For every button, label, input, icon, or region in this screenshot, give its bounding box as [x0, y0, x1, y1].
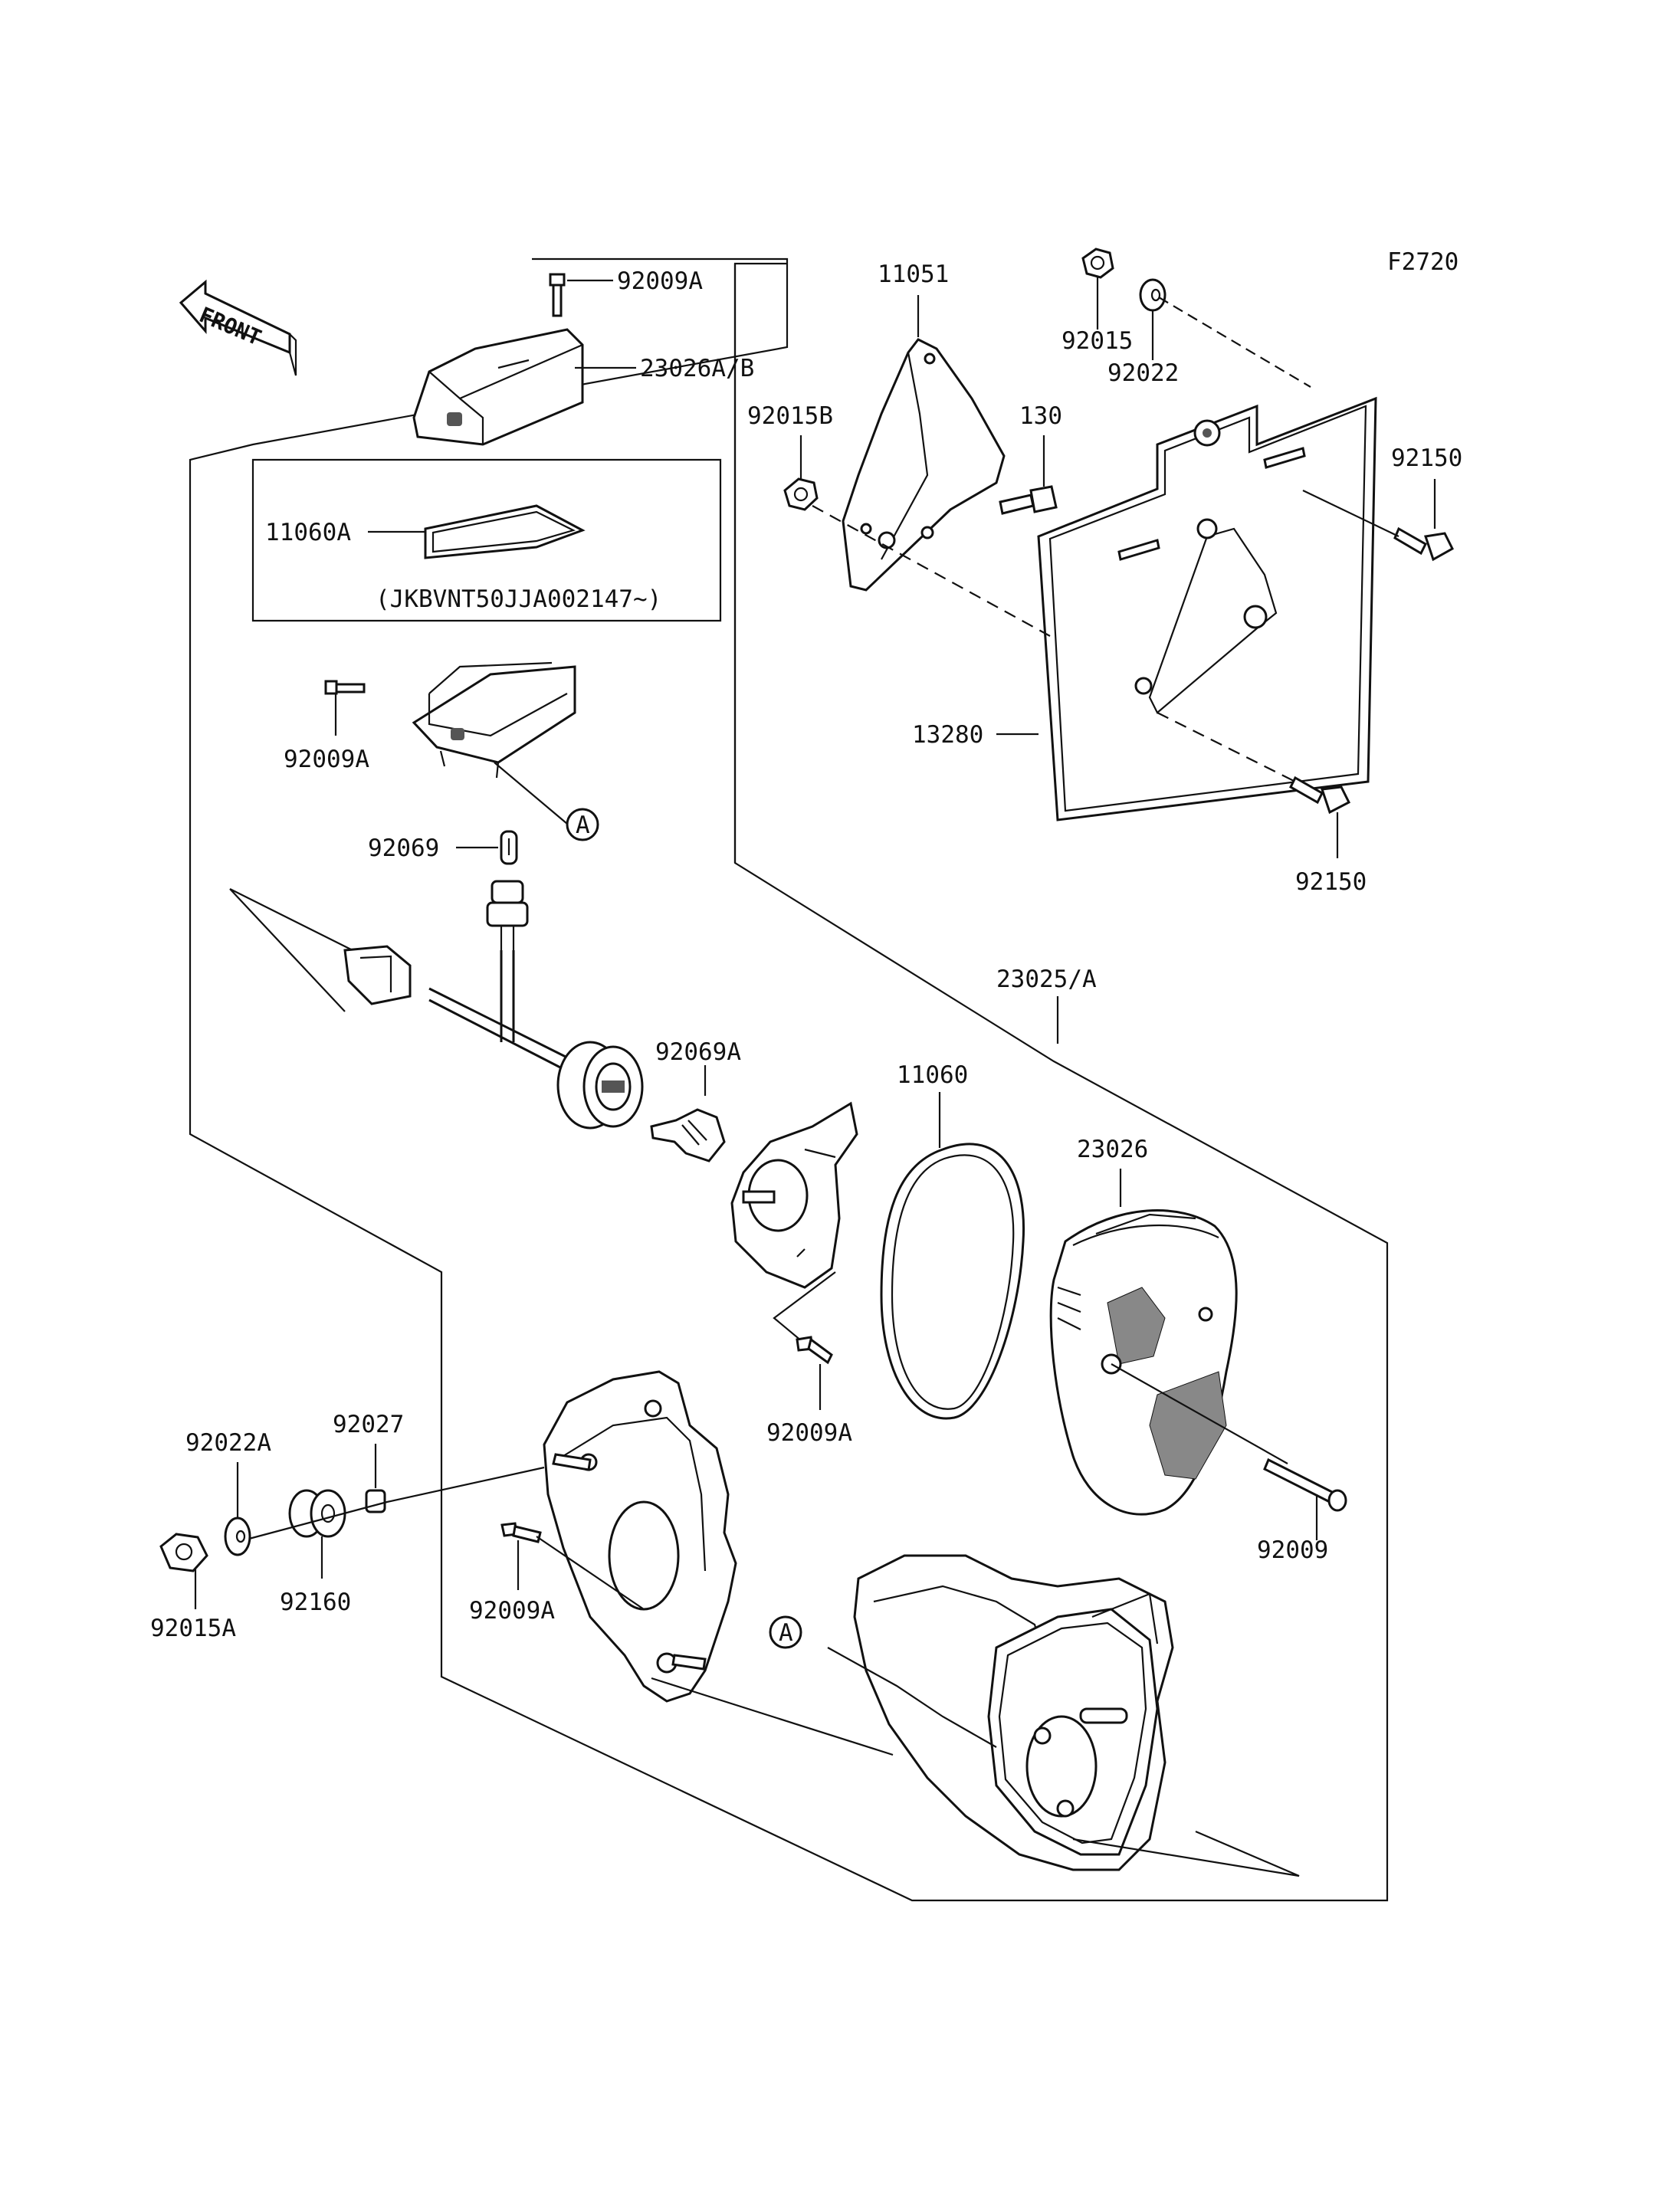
callout-23025A: 23025/A — [996, 966, 1097, 993]
callout-11060: 11060 — [897, 1061, 968, 1089]
nut-icon — [1081, 248, 1114, 279]
serial-box — [251, 458, 722, 622]
callout-92069A: 92069A — [655, 1038, 741, 1066]
license-mount-bracket — [842, 338, 1006, 592]
front-label: FRONT — [195, 302, 264, 350]
license-plate — [1037, 396, 1377, 821]
grommet-icon — [288, 1489, 346, 1538]
wiring-harness — [229, 888, 568, 1071]
callout-92015: 92015 — [1061, 327, 1133, 355]
nut-icon — [159, 1533, 208, 1572]
callout-92015A: 92015A — [150, 1615, 236, 1642]
callout-13280: 13280 — [912, 721, 983, 749]
screw-icon — [549, 273, 566, 317]
callout-23026AB: 23026A/B — [640, 355, 754, 382]
nut-icon — [783, 477, 819, 511]
callout-23026: 23026 — [1077, 1136, 1148, 1163]
callout-92150-top: 92150 — [1391, 444, 1462, 472]
ref-marker-a-bottom — [769, 1615, 802, 1649]
callout-92009: 92009 — [1257, 1536, 1328, 1564]
callout-92150-bottom: 92150 — [1295, 868, 1367, 896]
callout-92022: 92022 — [1107, 359, 1179, 387]
screw-icon — [1263, 1458, 1347, 1512]
callout-92022A: 92022A — [185, 1429, 271, 1457]
washer-icon — [1139, 278, 1166, 312]
tail-lens-gasket — [880, 1143, 1025, 1420]
figure-code: F2720 — [1387, 248, 1459, 276]
callout-92009A-bracket: 92009A — [469, 1597, 555, 1625]
bolt-icon — [1289, 776, 1351, 815]
bolt-icon — [1393, 526, 1454, 562]
callout-11060A: 11060A — [265, 519, 351, 546]
license-light-housing — [412, 661, 576, 779]
callout-130: 130 — [1019, 402, 1062, 430]
ref-marker-a-top-label: A — [576, 812, 590, 839]
bolt-icon — [999, 485, 1058, 515]
collar-icon — [365, 1489, 386, 1513]
callout-92160: 92160 — [280, 1589, 351, 1616]
license-gasket — [424, 504, 586, 559]
tail-light-assembly-outline — [189, 257, 1389, 1902]
serial-note: (JKBVNT50JJA002147~) — [376, 585, 661, 613]
tail-base-bracket — [543, 1370, 737, 1703]
callout-92009A-reflector: 92009A — [766, 1419, 852, 1447]
washer-icon — [224, 1517, 251, 1556]
callout-92027: 92027 — [333, 1411, 404, 1438]
callout-92015B: 92015B — [747, 402, 833, 430]
tail-lens — [1049, 1209, 1238, 1516]
license-bulb-icon — [500, 830, 518, 865]
callout-92069: 92069 — [368, 835, 439, 862]
tail-bulb-socket — [556, 1041, 644, 1130]
license-lens-cover — [412, 328, 584, 446]
reflector-shield — [730, 1101, 858, 1289]
ref-marker-a-top — [566, 808, 599, 841]
callout-92009A-housing: 92009A — [284, 746, 369, 773]
bulb-socket — [486, 880, 529, 950]
callout-11051: 11051 — [878, 261, 949, 288]
ref-marker-a-bottom-label: A — [779, 1619, 793, 1647]
screw-icon — [324, 680, 366, 695]
screw-icon — [796, 1336, 833, 1365]
screw-icon — [500, 1522, 542, 1543]
front-arrow-icon: FRONT — [179, 279, 297, 376]
tail-light-housing — [853, 1554, 1174, 1871]
callout-92009A-top: 92009A — [617, 267, 703, 295]
tail-bulb-icon — [650, 1108, 726, 1162]
